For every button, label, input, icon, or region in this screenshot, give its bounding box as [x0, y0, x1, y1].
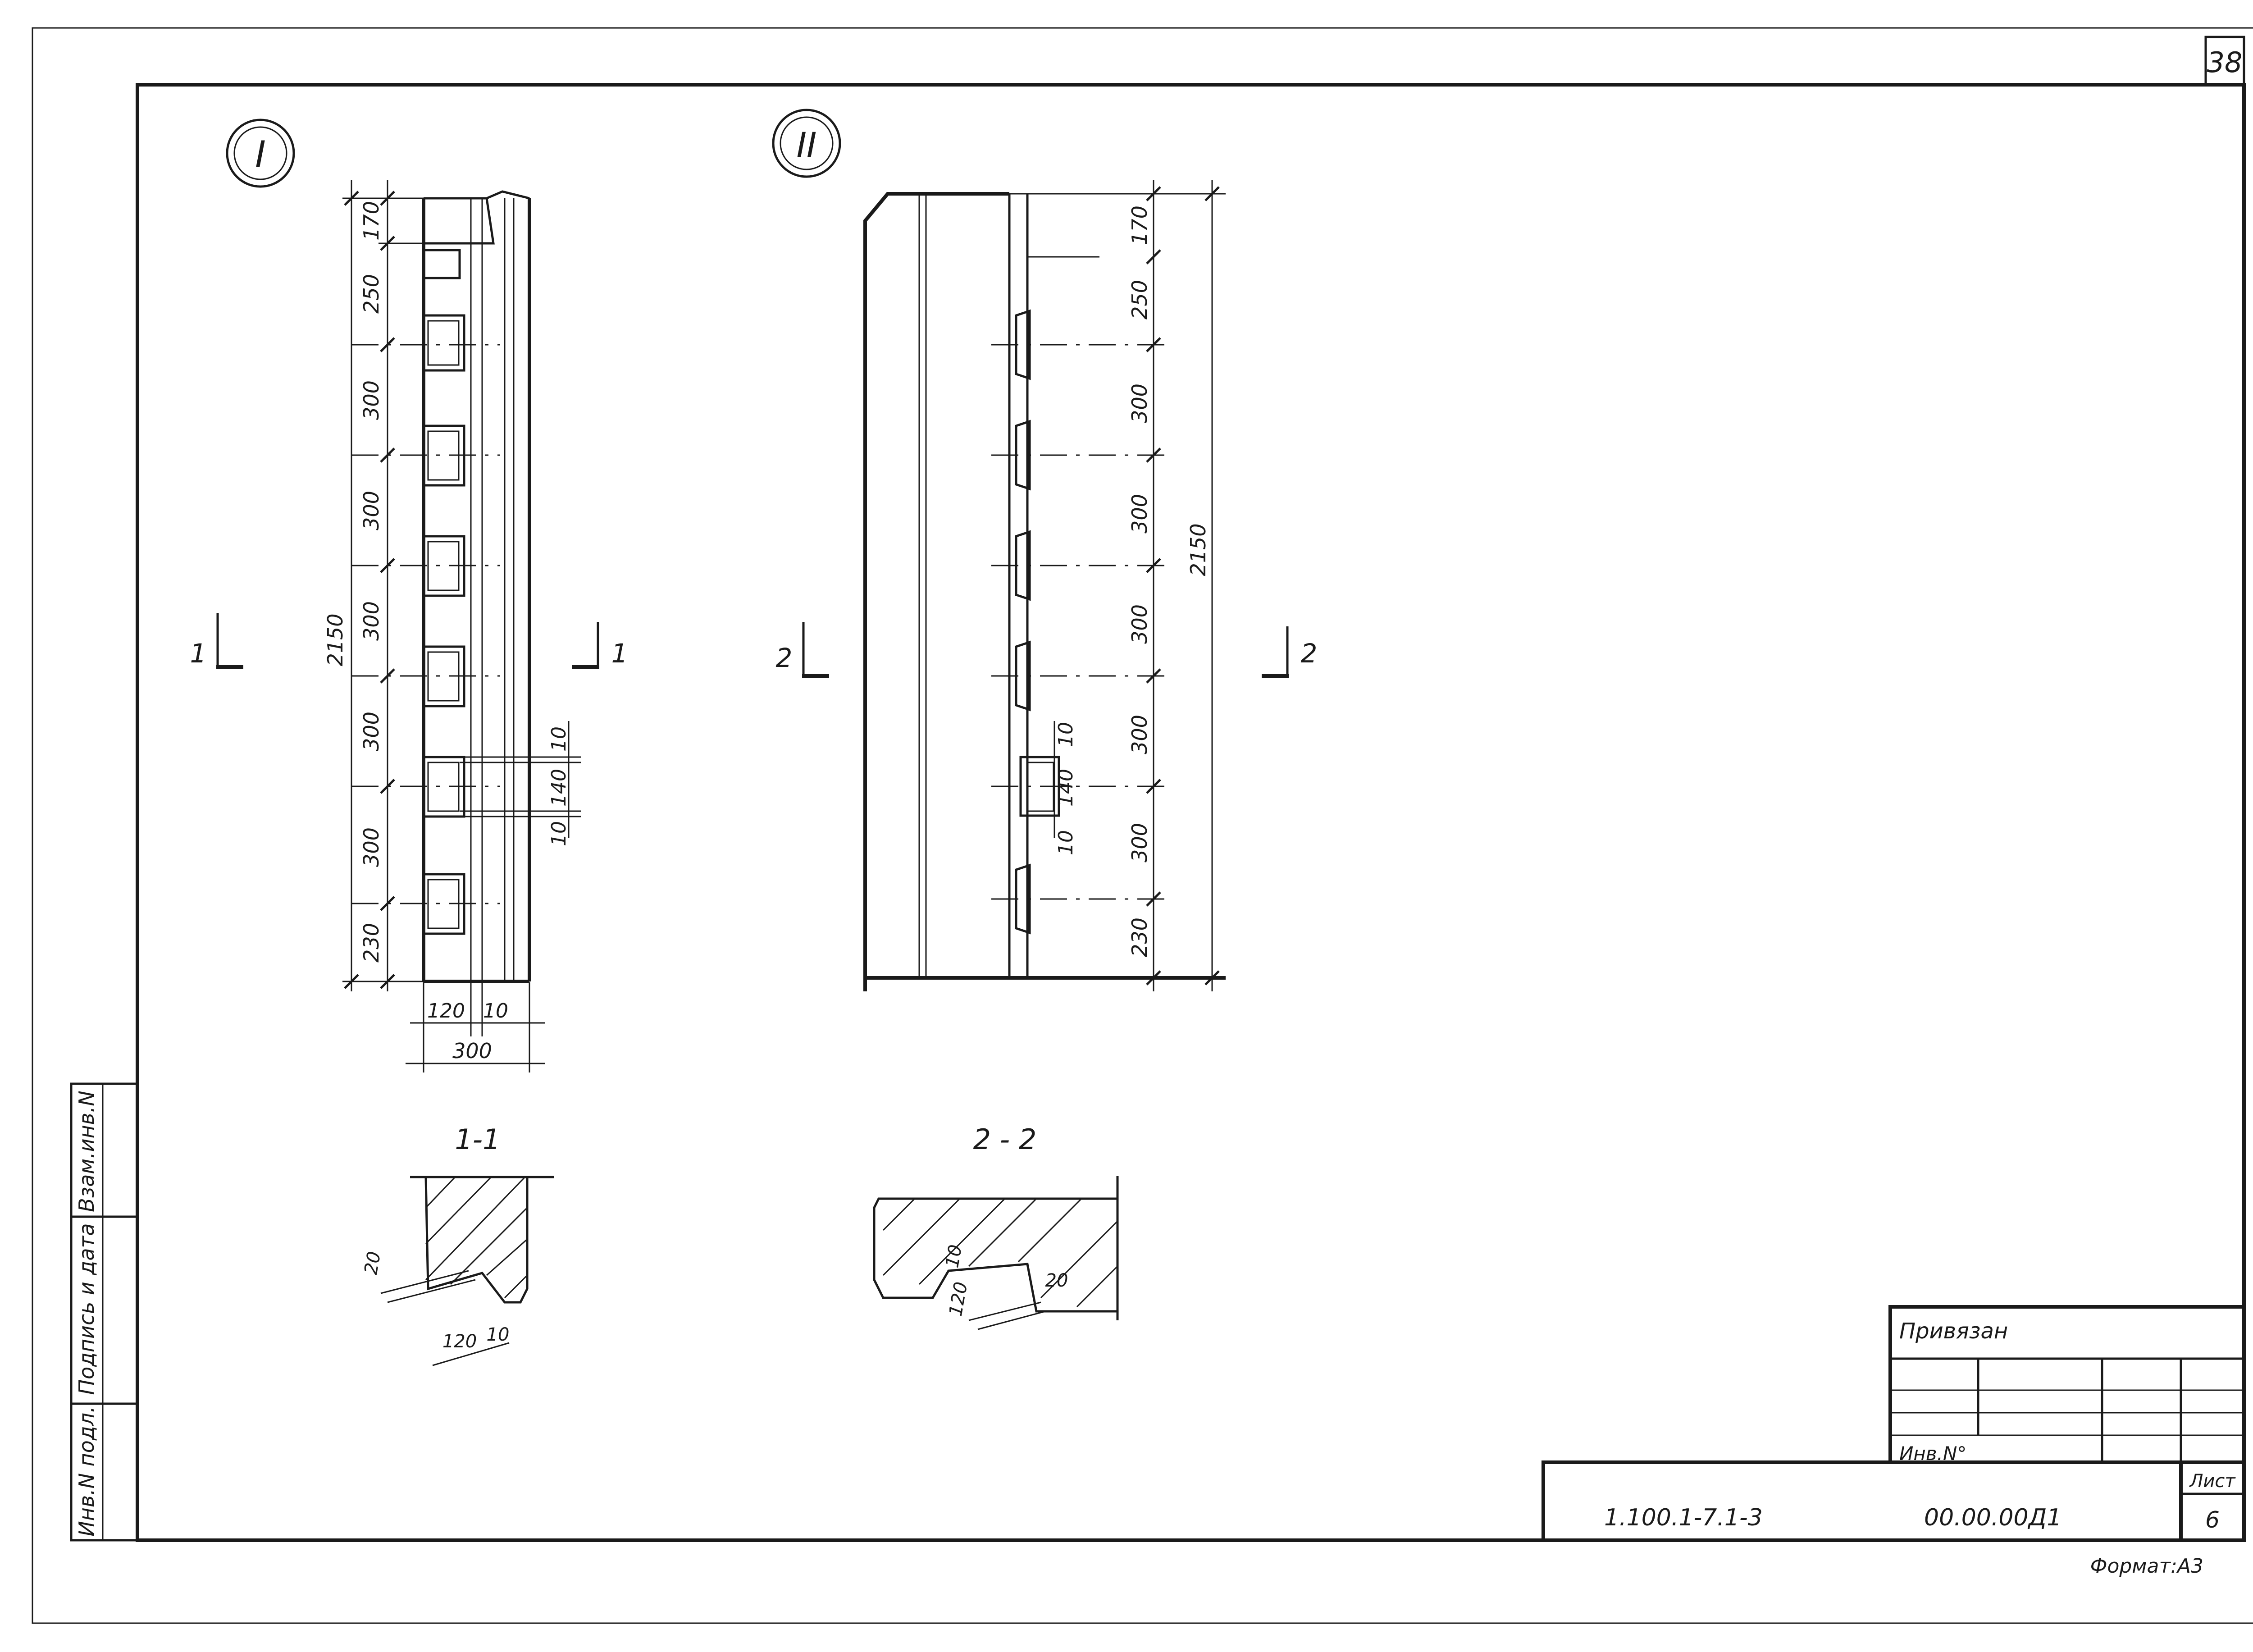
format-label: Формат:A3	[2090, 1555, 2203, 1578]
dim-v2-1: 250	[1127, 280, 1152, 319]
section-2-2-dim-2: 20	[1045, 1270, 1068, 1291]
outer-frame	[32, 27, 2253, 1624]
sheet-number-box: 38	[2204, 36, 2245, 86]
section-1-right-label: 1	[611, 638, 628, 669]
view-1-dimension-lines	[342, 180, 424, 991]
section-1-1-hatch	[425, 1176, 528, 1299]
inner-frame	[136, 83, 2246, 1542]
main-title-block	[1542, 1460, 2246, 1542]
dim-v2-7: 230	[1127, 917, 1152, 957]
side-stamp: Взам.инв.N Подпись и дата Инв.N подл.	[70, 1082, 139, 1542]
sheet-number-top: 38	[2207, 46, 2243, 79]
section-1-1: 1-1 20 120 10	[360, 1123, 554, 1366]
privyazan-label: Привязан	[1899, 1319, 2008, 1344]
section-1-1-dim-2: 10	[487, 1324, 510, 1345]
section-2-2-hatch	[882, 1198, 1118, 1308]
view-2-slots	[1015, 309, 1060, 935]
section-1-1-title: 1-1	[455, 1123, 500, 1156]
dim-v1-4: 300	[359, 601, 383, 641]
dim-v1-3: 300	[359, 491, 383, 530]
side-stamp-cell-2: Инв.N подл.	[74, 1406, 99, 1536]
dim-v1-7: 230	[359, 923, 383, 963]
view-1-bottom-dims: 120 10 300	[406, 982, 545, 1072]
dim-v2-5: 300	[1127, 715, 1152, 754]
dim-v2-detail-2: 10	[1054, 830, 1077, 855]
dim-v1-2: 300	[359, 380, 383, 420]
sheet-value: 6	[2205, 1507, 2220, 1533]
side-stamp-cell-0: Взам.инв.N	[74, 1091, 99, 1212]
view-2-dim-chain: 170 250 300 300 300 300 300 230 2150	[1127, 205, 1210, 957]
view-2-axes	[991, 344, 1172, 900]
dim-v1-6: 300	[359, 827, 383, 867]
dim-v2-3: 300	[1127, 494, 1152, 534]
dim-v1-detail-2: 10	[547, 821, 570, 846]
view-2-marker-label: II	[797, 125, 817, 165]
section-2-2: 2 - 2 10 120 20	[873, 1123, 1119, 1330]
view-1: I	[190, 119, 628, 1072]
dim-v2-detail-1: 140	[1054, 769, 1077, 807]
section-2-2-title: 2 - 2	[973, 1123, 1037, 1156]
section-1-1-dim-0: 20	[360, 1250, 385, 1276]
view-1-detail-dims: 10 140 10	[460, 721, 581, 846]
dim-v2-6: 300	[1127, 823, 1152, 863]
view-1-marker: I	[226, 119, 295, 188]
section-2-2-dim-1: 120	[945, 1280, 972, 1318]
dim-v1-detail-1: 140	[547, 769, 570, 807]
view-2: II	[772, 109, 1318, 991]
dim-v1-bottom-overall: 300	[452, 1039, 492, 1063]
section-1-marker-left: 1	[190, 613, 243, 669]
view-1-marker-label: I	[255, 133, 266, 175]
section-2-marker-left: 2	[776, 622, 829, 678]
section-2-marker-right: 2	[1262, 626, 1318, 678]
dim-v2-4: 300	[1127, 604, 1152, 644]
section-2-2-dim-0: 10	[942, 1243, 966, 1269]
dim-v2-0: 170	[1127, 205, 1152, 245]
view-2-outline	[863, 192, 1226, 991]
dim-v1-1: 250	[359, 274, 383, 314]
sheet-label: Лист	[2189, 1471, 2236, 1492]
dim-v1-5: 300	[359, 712, 383, 751]
document-designation: 00.00.00Д1	[1924, 1504, 2061, 1531]
title-block: Привязан Инв.N° 1.100.1-7.1-3 00.00.00Д1…	[1542, 1305, 2246, 1578]
dim-v1-bottom-1: 10	[483, 999, 508, 1022]
dim-v2-overall: 2150	[1186, 523, 1210, 576]
dim-v2-detail-0: 10	[1054, 722, 1077, 747]
view-1-dim-chain: 170 250 300 300 300 300 300 230 2150	[323, 201, 383, 963]
section-2-left-label: 2	[776, 643, 793, 673]
dim-v1-0: 170	[359, 201, 383, 241]
view-2-detail-dims: 10 140 10	[1054, 721, 1077, 855]
view-2-marker: II	[772, 109, 841, 178]
view-2-dimension-lines	[1009, 180, 1226, 991]
dim-v1-overall: 2150	[323, 613, 347, 666]
section-1-1-dim-1: 120	[442, 1331, 477, 1352]
dim-v2-2: 300	[1127, 383, 1152, 423]
section-2-right-label: 2	[1301, 638, 1318, 669]
view-1-recesses	[422, 249, 465, 935]
dim-v1-bottom-0: 120	[427, 999, 465, 1022]
document-code: 1.100.1-7.1-3	[1604, 1504, 1763, 1531]
section-1-marker-right: 1	[572, 622, 628, 669]
view-1-outline	[422, 190, 531, 983]
side-stamp-cell-1: Подпись и дата	[74, 1223, 99, 1395]
section-1-left-label: 1	[190, 638, 207, 669]
view-1-axes	[351, 344, 500, 904]
dim-v1-detail-0: 10	[547, 726, 570, 752]
